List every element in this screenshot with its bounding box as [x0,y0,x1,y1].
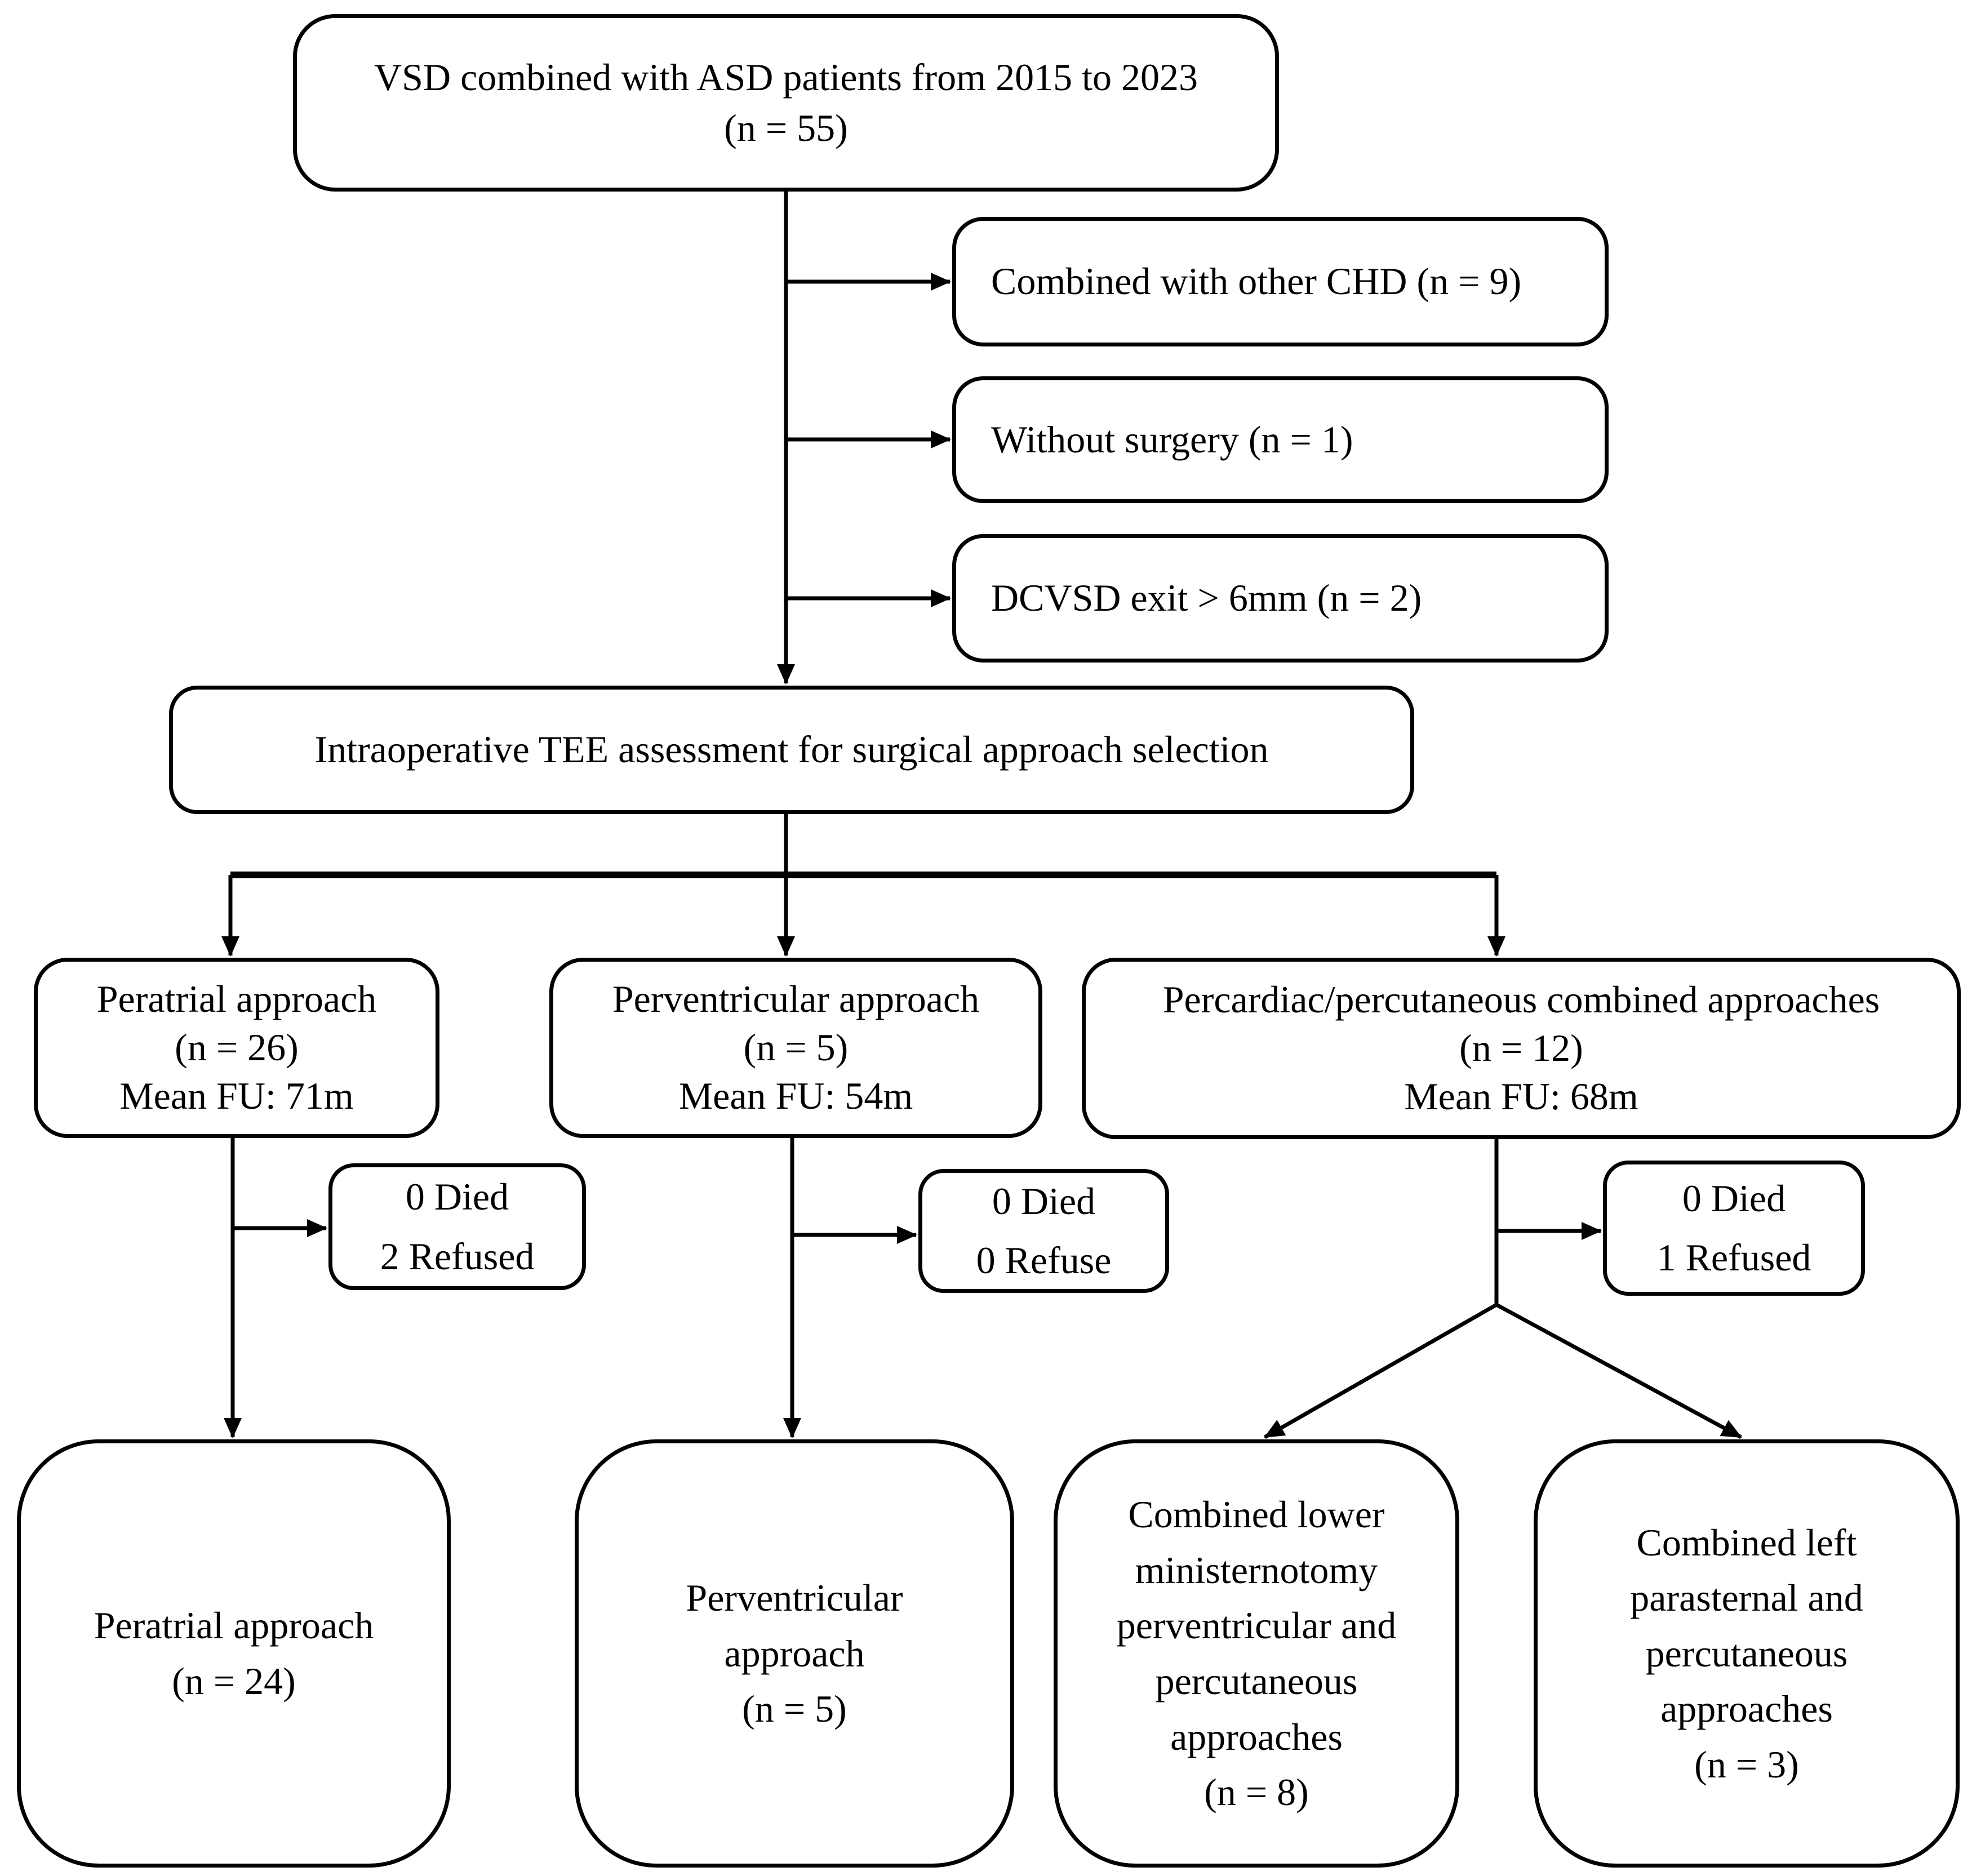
outcome-perventricular-box: 0 Died 0 Refuse [918,1169,1169,1293]
final-ministernotomy-text: Combined lower ministernotomy perventric… [1116,1493,1397,1814]
exclusion-other-chd-text: Combined with other CHD (n = 9) [991,260,1522,303]
assessment-text: Intraoperative TEE assessment for surgic… [314,728,1269,771]
percardiac-approach-box: Percardiac/percutaneous combined approac… [1082,958,1961,1139]
perventricular-approach-text: Perventricular approach (n = 5) Mean FU:… [612,977,980,1117]
exclusion-box-dcvsd: DCVSD exit > 6mm (n = 2) [952,534,1609,663]
final-perventricular-text: Perventricular approach (n = 5) [686,1576,903,1731]
enrollment-box: VSD combined with ASD patients from 2015… [293,14,1279,192]
final-parasternal-box: Combined left parasternal and percutaneo… [1534,1439,1960,1868]
exclusion-box-no-surgery: Without surgery (n = 1) [952,376,1609,503]
percardiac-approach-text: Percardiac/percutaneous combined approac… [1162,978,1880,1118]
exclusion-no-surgery-text: Without surgery (n = 1) [991,417,1353,461]
connector-fork-to-parasternal [1495,1302,1742,1439]
peratrial-approach-box: Peratrial approach (n = 26) Mean FU: 71m [34,958,439,1138]
final-perventricular-box: Perventricular approach (n = 5) [575,1439,1014,1868]
outcome-percardiac-box: 0 Died 1 Refused [1603,1161,1865,1296]
final-parasternal-text: Combined left parasternal and percutaneo… [1630,1521,1863,1786]
final-peratrial-box: Peratrial approach (n = 24) [17,1439,451,1868]
enrollment-text: VSD combined with ASD patients from 2015… [374,55,1198,149]
final-peratrial-text: Peratrial approach (n = 24) [94,1604,374,1702]
assessment-box: Intraoperative TEE assessment for surgic… [169,686,1414,814]
peratrial-approach-text: Peratrial approach (n = 26) Mean FU: 71m [96,977,377,1117]
perventricular-approach-box: Perventricular approach (n = 5) Mean FU:… [549,958,1042,1138]
exclusion-box-other-chd: Combined with other CHD (n = 9) [952,217,1609,346]
outcome-percardiac-text: 0 Died 1 Refused [1656,1176,1811,1279]
exclusion-dcvsd-text: DCVSD exit > 6mm (n = 2) [991,576,1422,620]
outcome-peratrial-box: 0 Died 2 Refused [328,1163,586,1290]
outcome-perventricular-text: 0 Died 0 Refuse [976,1179,1112,1282]
connector-fork-to-ministernotomy [1264,1302,1498,1439]
outcome-peratrial-text: 0 Died 2 Refused [380,1175,535,1278]
final-ministernotomy-box: Combined lower ministernotomy perventric… [1054,1439,1459,1868]
